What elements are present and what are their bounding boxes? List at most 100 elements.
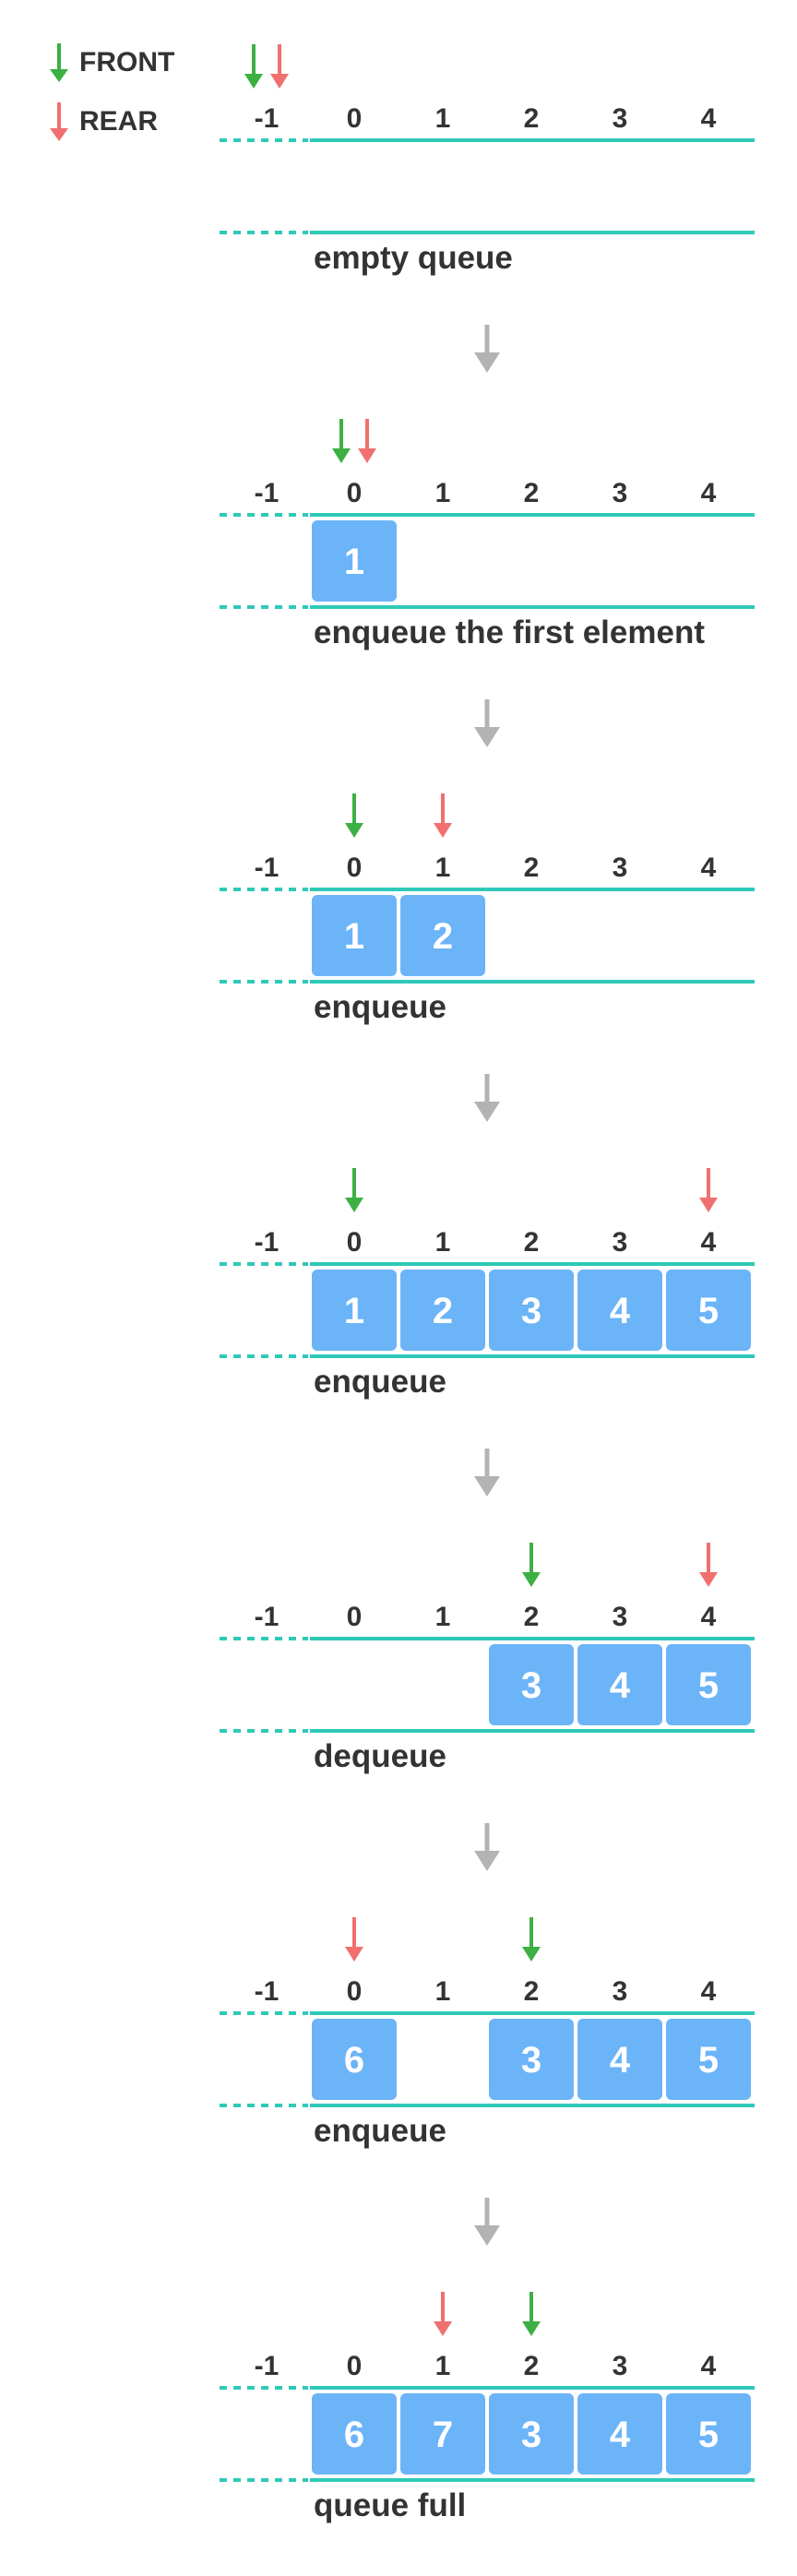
index-label: -1 bbox=[255, 1976, 280, 2007]
queue-cell: 5 bbox=[666, 2393, 751, 2475]
queue-cell: 4 bbox=[577, 1270, 662, 1351]
queue-cell-value: 3 bbox=[521, 2040, 541, 2081]
index-label: 4 bbox=[701, 478, 717, 508]
queue-cell-value: 5 bbox=[698, 1291, 719, 1331]
legend-rear-label: REAR bbox=[79, 106, 159, 137]
queue-cell-value: 4 bbox=[610, 1291, 631, 1331]
queue-cell-value: 3 bbox=[521, 1665, 541, 1706]
flow-down-arrow-icon bbox=[474, 1074, 500, 1122]
queue-cell: 4 bbox=[577, 2393, 662, 2475]
index-label: 4 bbox=[701, 1976, 717, 2007]
queue-cell-value: 2 bbox=[433, 916, 453, 957]
legend: FRONT REAR bbox=[48, 43, 232, 155]
index-label: 2 bbox=[524, 1976, 540, 2007]
queue-cell-value: 5 bbox=[698, 1665, 719, 1706]
queue-cell-value: 6 bbox=[344, 2040, 364, 2081]
rear-pointer-icon bbox=[345, 1917, 363, 1962]
rear-pointer-icon bbox=[434, 2292, 452, 2336]
index-label: 3 bbox=[613, 103, 628, 134]
index-label: 4 bbox=[701, 1227, 717, 1258]
rear-pointer-icon bbox=[699, 1168, 718, 1212]
queue-cell-value: 2 bbox=[433, 1291, 453, 1331]
index-label: 0 bbox=[347, 103, 363, 134]
queue-cell: 6 bbox=[312, 2393, 397, 2475]
front-pointer-icon bbox=[522, 2292, 541, 2336]
index-label: 3 bbox=[613, 853, 628, 883]
index-label: 4 bbox=[701, 1602, 717, 1632]
queue-cell-value: 4 bbox=[610, 2040, 631, 2081]
rear-arrow-icon bbox=[50, 102, 68, 141]
index-label: 3 bbox=[613, 1976, 628, 2007]
queue-cell: 2 bbox=[400, 895, 485, 976]
index-label: 4 bbox=[701, 853, 717, 883]
queue-cell-value: 4 bbox=[610, 2415, 631, 2455]
index-label: -1 bbox=[255, 853, 280, 883]
index-label: 1 bbox=[435, 2351, 451, 2381]
index-label: 2 bbox=[524, 1227, 540, 1258]
queue-cell: 5 bbox=[666, 1270, 751, 1351]
stage-caption: queue full bbox=[314, 2487, 467, 2523]
rear-pointer-icon bbox=[358, 419, 376, 463]
legend-front: FRONT bbox=[48, 43, 175, 82]
queue-cell: 7 bbox=[400, 2393, 485, 2475]
queue-cell-value: 7 bbox=[433, 2415, 453, 2455]
index-label: 1 bbox=[435, 1602, 451, 1632]
queue-cell: 6 bbox=[312, 2019, 397, 2100]
queue-cell-value: 3 bbox=[521, 1291, 541, 1331]
flow-down-arrow-icon bbox=[474, 1449, 500, 1497]
stage-caption: enqueue the first element bbox=[314, 614, 705, 650]
index-label: 1 bbox=[435, 478, 451, 508]
queue-cell: 1 bbox=[312, 1270, 397, 1351]
legend-front-label: FRONT bbox=[79, 47, 175, 78]
queue-cell: 1 bbox=[312, 520, 397, 602]
index-label: 2 bbox=[524, 2351, 540, 2381]
index-label: 0 bbox=[347, 1602, 363, 1632]
flow-down-arrow-icon bbox=[474, 1823, 500, 1871]
index-label: 0 bbox=[347, 1976, 363, 2007]
front-pointer-icon bbox=[522, 1917, 541, 1962]
index-label: 0 bbox=[347, 853, 363, 883]
queue-cell: 3 bbox=[489, 1644, 574, 1725]
queue-cell-value: 4 bbox=[610, 1665, 631, 1706]
rear-pointer-icon bbox=[434, 793, 452, 838]
stage-caption: enqueue bbox=[314, 1364, 446, 1400]
stage-caption: empty queue bbox=[314, 240, 513, 276]
flow-down-arrow-icon bbox=[474, 2198, 500, 2246]
front-arrow-icon bbox=[50, 43, 68, 82]
index-label: 4 bbox=[701, 2351, 717, 2381]
index-label: 1 bbox=[435, 853, 451, 883]
index-label: 2 bbox=[524, 478, 540, 508]
index-label: 3 bbox=[613, 1602, 628, 1632]
queue-cell: 4 bbox=[577, 2019, 662, 2100]
index-label: 3 bbox=[613, 2351, 628, 2381]
stage-caption: dequeue bbox=[314, 1738, 446, 1774]
index-label: 1 bbox=[435, 103, 451, 134]
queue-cell-value: 1 bbox=[344, 916, 364, 957]
index-label: -1 bbox=[255, 478, 280, 508]
queue-cell-value: 1 bbox=[344, 542, 364, 582]
front-pointer-icon bbox=[345, 793, 363, 838]
index-label: -1 bbox=[255, 1227, 280, 1258]
index-label: 0 bbox=[347, 478, 363, 508]
queue-cell: 5 bbox=[666, 2019, 751, 2100]
index-label: -1 bbox=[255, 1602, 280, 1632]
index-label: 1 bbox=[435, 1976, 451, 2007]
queue-cell: 3 bbox=[489, 1270, 574, 1351]
queue-cell-value: 3 bbox=[521, 2415, 541, 2455]
rear-pointer-icon bbox=[270, 44, 289, 89]
queue-cell-value: 5 bbox=[698, 2415, 719, 2455]
rear-pointer-icon bbox=[699, 1543, 718, 1587]
index-label: 0 bbox=[347, 1227, 363, 1258]
